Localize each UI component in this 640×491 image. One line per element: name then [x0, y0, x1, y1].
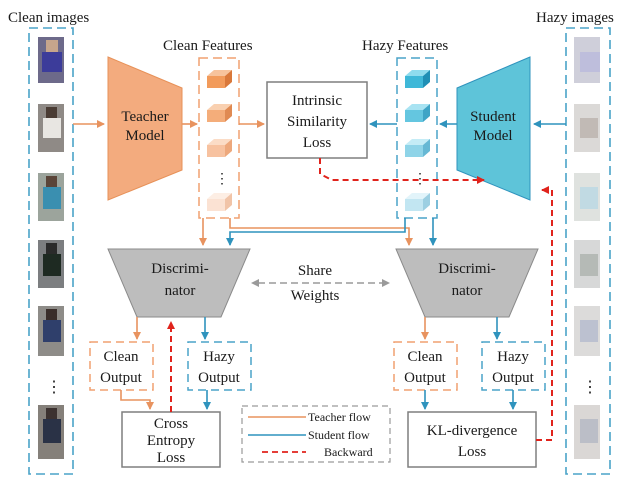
- student-model-trapezoid: [456, 56, 531, 201]
- clean-feature-block: [207, 104, 232, 122]
- discriminator-left-line1: Discrimi-: [151, 261, 209, 277]
- kl-divergence-loss-box: [407, 411, 537, 468]
- hazy-feature-block: [405, 104, 430, 122]
- share-weights-line2: Weights: [291, 288, 340, 304]
- hazy-features-frame: [396, 57, 438, 219]
- kl-loss-line2: Loss: [458, 444, 487, 460]
- clean-feature-blocks: [207, 70, 232, 211]
- hazy-features-ellipsis: ⋮: [413, 172, 427, 187]
- clean-images-frame: [28, 27, 74, 475]
- hazy-output-right: [481, 341, 546, 391]
- hazy-images-frame: [565, 27, 611, 475]
- hazy-images-ellipsis: ⋮: [582, 379, 598, 396]
- clean-images-title: Clean images: [8, 10, 89, 26]
- clean-output-left-line1: Clean: [104, 349, 139, 365]
- hazy-feature-block: [405, 193, 430, 211]
- hazy-output-left: [187, 341, 252, 391]
- legend-student-label: Student flow: [308, 428, 370, 442]
- hazy-feature-blocks: [405, 70, 430, 211]
- discriminator-left-line2: nator: [165, 283, 196, 299]
- teacher-model-label-line2: Model: [125, 128, 164, 144]
- hazy-feature-block: [405, 139, 430, 157]
- clean-feature-block: [207, 139, 232, 157]
- legend-backward-label: Backward: [324, 445, 373, 459]
- hazy-features-title: Hazy Features: [362, 38, 448, 54]
- share-weights-line1: Share: [298, 263, 332, 279]
- kl-loss-line1: KL-divergence: [427, 423, 518, 439]
- hazy-output-left-line1: Hazy: [203, 349, 235, 365]
- cross-entropy-loss-box: [121, 411, 221, 468]
- student-model-label-line2: Model: [473, 128, 512, 144]
- discriminator-right-line2: nator: [452, 283, 483, 299]
- clean-feature-block: [207, 70, 232, 88]
- cross-entropy-line2: Entropy: [147, 433, 196, 449]
- student-flow-arrows: [201, 120, 566, 410]
- cross-entropy-line1: Cross: [154, 416, 188, 432]
- clean-features-title: Clean Features: [163, 38, 253, 54]
- clean-output-right: [393, 341, 458, 391]
- intrinsic-similarity-loss-box: [266, 81, 368, 159]
- clean-image-thumbnails: [38, 37, 64, 459]
- clean-features-frame: [198, 57, 240, 219]
- backward-arrows: [167, 158, 553, 441]
- hazy-image-thumbnails: [574, 37, 600, 459]
- intrinsic-loss-line3: Loss: [303, 135, 332, 151]
- hazy-output-right-line1: Hazy: [497, 349, 529, 365]
- hazy-feature-block: [405, 70, 430, 88]
- clean-output-left: [89, 341, 154, 391]
- student-model-label-line1: Student: [470, 109, 517, 125]
- legend-teacher-label: Teacher flow: [308, 410, 371, 424]
- teacher-model-trapezoid: [107, 56, 183, 201]
- discriminator-right-line1: Discrimi-: [438, 261, 496, 277]
- clean-features-ellipsis: ⋮: [215, 172, 229, 187]
- cross-entropy-line3: Loss: [157, 450, 186, 466]
- hazy-output-left-line2: Output: [198, 370, 241, 386]
- hazy-images-title: Hazy images: [536, 10, 614, 26]
- clean-output-right-line1: Clean: [408, 349, 443, 365]
- clean-output-right-line2: Output: [404, 370, 447, 386]
- discriminator-left: [107, 248, 251, 318]
- clean-images-ellipsis: ⋮: [46, 379, 62, 396]
- legend-box: [241, 405, 391, 463]
- intrinsic-loss-line1: Intrinsic: [292, 93, 342, 109]
- clean-feature-block: [207, 193, 232, 211]
- teacher-flow-arrows: [73, 120, 429, 410]
- teacher-model-label-line1: Teacher: [121, 109, 168, 125]
- intrinsic-loss-line2: Similarity: [287, 114, 348, 130]
- hazy-output-right-line2: Output: [492, 370, 535, 386]
- clean-output-left-line2: Output: [100, 370, 143, 386]
- discriminator-right: [395, 248, 539, 318]
